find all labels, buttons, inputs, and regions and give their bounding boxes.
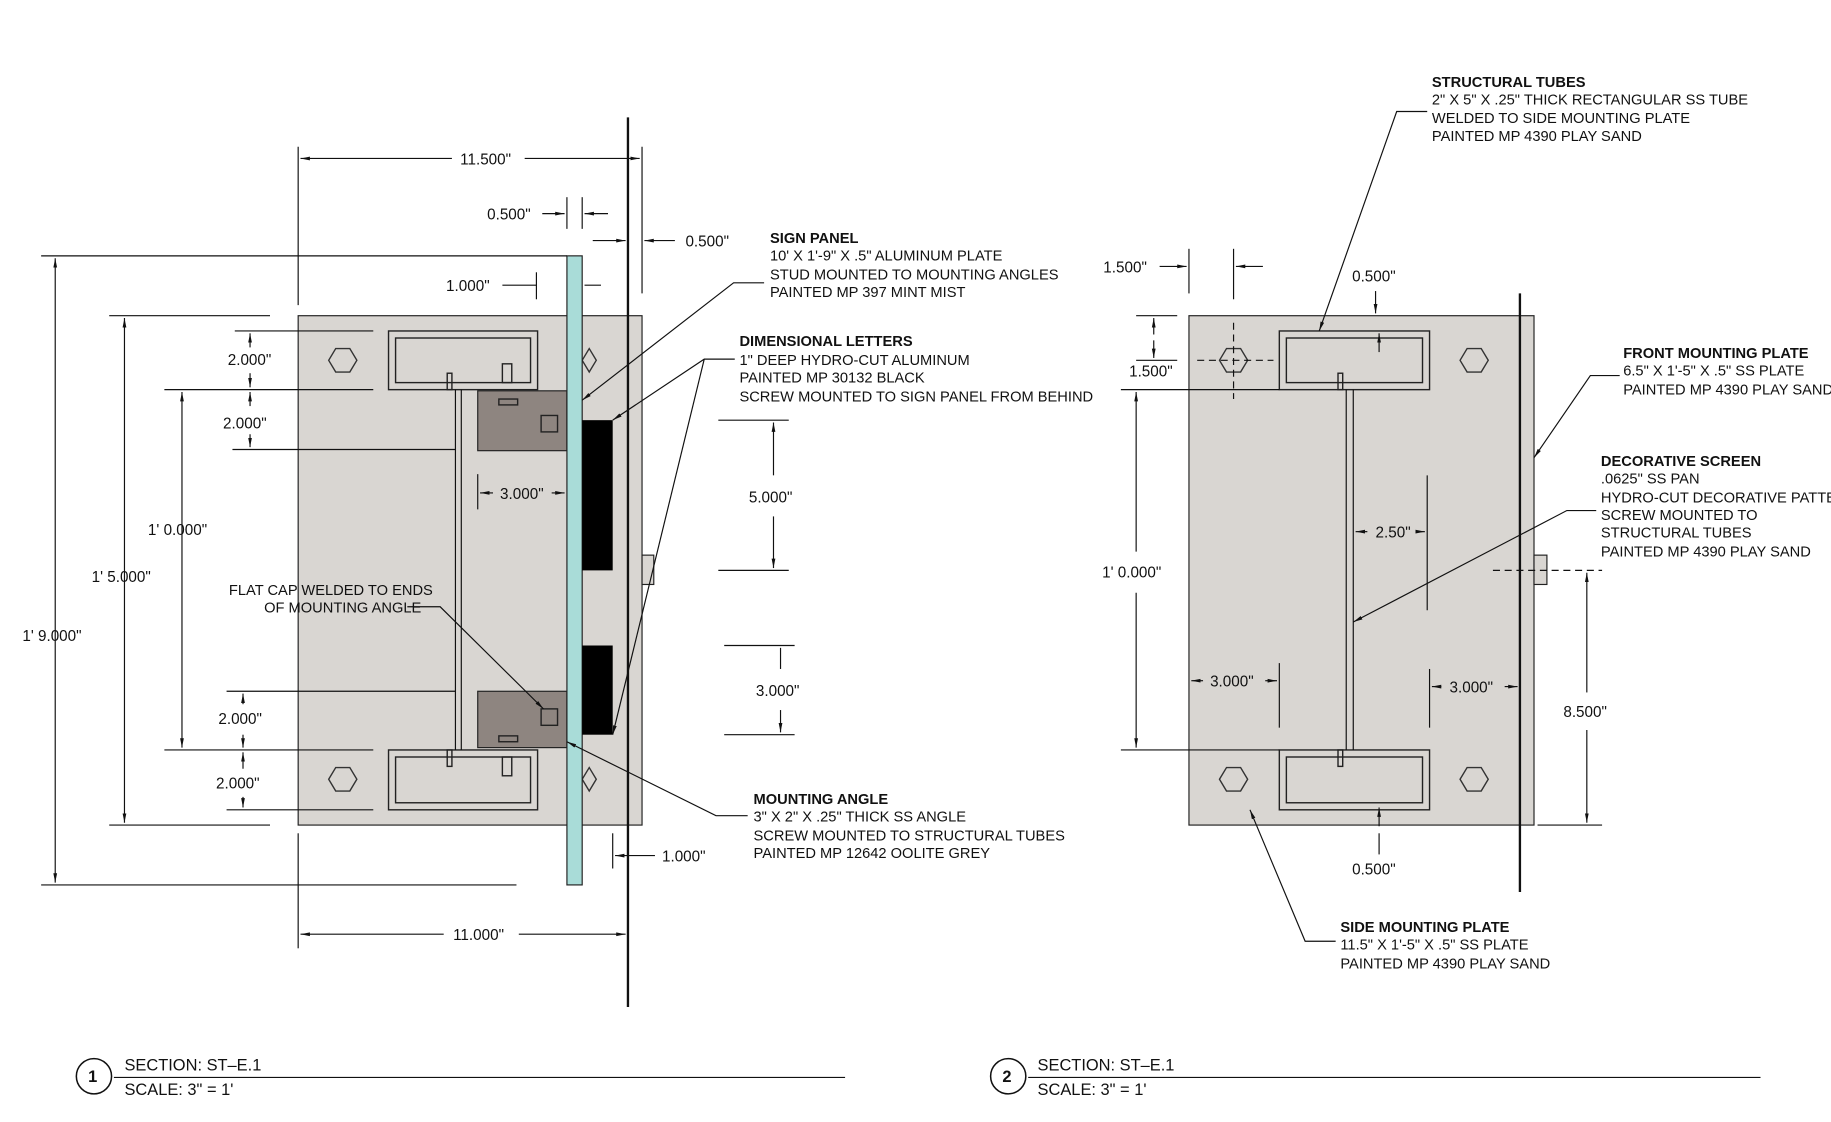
label-text: 11.5" X 1'-5" X .5" SS PLATE [1340, 937, 1528, 953]
label-text: DECORATIVE SCREEN [1601, 454, 1761, 470]
note-side-mounting-plate: SIDE MOUNTING PLATE 11.5" X 1'-5" X .5" … [1340, 920, 1550, 972]
dimensional-letter [582, 645, 613, 735]
section-2-drawing: 1.500" 1.500" 0.500" 2.50" 1' 0.000" 3.0… [989, 75, 1831, 1099]
label-text: 0.500" [685, 233, 729, 250]
label-text: 5.000" [749, 489, 793, 506]
label-text: 10' X 1'-9" X .5" ALUMINUM PLATE [770, 249, 1003, 265]
label-text: 1' 9.000" [22, 628, 81, 645]
label-text: 1.000" [662, 848, 706, 865]
label-text: PAINTED MP 4390 PLAY SAND [1340, 956, 1550, 972]
bolt-hex-icon [581, 766, 598, 793]
structural-tube-top [387, 330, 539, 391]
label-text: FRONT MOUNTING PLATE [1623, 346, 1809, 362]
label-text: 0.500" [487, 206, 531, 223]
bolt-hex-icon [581, 347, 598, 374]
bolt-hex-icon [1459, 766, 1490, 792]
label-text: DIMENSIONAL LETTERS [739, 334, 912, 350]
label-text: PAINTED MP 397 MINT MIST [770, 285, 966, 301]
label-text: STUD MOUNTED TO MOUNTING ANGLES [770, 267, 1059, 283]
mounting-angle-top [477, 390, 568, 452]
label-text: 3.000" [500, 486, 544, 503]
label-text: SCALE: 3" = 1' [1038, 1081, 1147, 1099]
label-text: 2 [1002, 1068, 1011, 1086]
label-text: 6.5" X 1'-5" X .5" SS PLATE [1623, 364, 1804, 380]
label-text: PAINTED MP 12642 OOLITE GREY [754, 846, 991, 862]
label-text: 2.000" [223, 415, 267, 432]
title-block-2: 2 SECTION: ST–E.1 SCALE: 3" = 1' [989, 1056, 1761, 1099]
dimension-lines [41, 146, 795, 949]
note-decorative-screen: DECORATIVE SCREEN .0625" SS PAN HYDRO-CU… [1601, 454, 1831, 560]
note-front-mounting-plate: FRONT MOUNTING PLATE 6.5" X 1'-5" X .5" … [1623, 346, 1831, 398]
dimension-labels: 11.500" 0.500" 0.500" 1.000" 2.000" 2.00… [22, 151, 799, 944]
label-text: SIDE MOUNTING PLATE [1340, 920, 1509, 936]
label-text: 11.000" [453, 927, 504, 944]
label-text: SCREW MOUNTED TO [1601, 508, 1758, 524]
label-text: SECTION: ST–E.1 [1038, 1056, 1175, 1074]
label-text: 11.500" [460, 151, 511, 168]
label-text: 0.500" [1352, 269, 1396, 286]
leader-lines [1249, 110, 1620, 942]
label-text: MOUNTING ANGLE [754, 792, 889, 808]
label-text: 8.500" [1563, 704, 1607, 721]
structural-tube-bottom [1278, 749, 1431, 811]
label-text: 3" X 2" X .25" THICK SS ANGLE [754, 810, 967, 826]
label-text: 3.000" [1210, 674, 1254, 691]
label-text: 3.000" [1450, 679, 1494, 696]
label-text: 2.000" [218, 711, 262, 728]
label-text: PAINTED MP 4390 PLAY SAND [1601, 544, 1811, 560]
note-flat-cap: FLAT CAP WELDED TO ENDS OF MOUNTING ANGL… [229, 583, 433, 617]
label-text: SCALE: 3" = 1' [124, 1081, 233, 1099]
label-text: FLAT CAP WELDED TO ENDS [229, 583, 433, 599]
label-text: 1.500" [1129, 364, 1173, 381]
label-text: 1' 0.000" [1102, 564, 1161, 581]
label-text: 1' 5.000" [92, 569, 151, 586]
mounting-angle-bottom [477, 690, 568, 749]
label-text: SECTION: ST–E.1 [124, 1056, 261, 1074]
label-text: OF MOUNTING ANGLE [264, 601, 421, 617]
section-1-drawing: 11.500" 0.500" 0.500" 1.000" 2.000" 2.00… [22, 117, 1093, 1099]
note-mounting-angle: MOUNTING ANGLE 3" X 2" X .25" THICK SS A… [754, 792, 1066, 862]
label-text: 1.000" [446, 278, 490, 295]
dimension-lines [1120, 248, 1603, 855]
label-text: 2.000" [228, 352, 272, 369]
label-text: 2.50" [1376, 525, 1411, 542]
sign-panel [566, 255, 583, 886]
dimension-labels: 1.500" 1.500" 0.500" 2.50" 1' 0.000" 3.0… [1102, 259, 1607, 878]
dimensional-letter [582, 420, 613, 571]
note-sign-panel: SIGN PANEL 10' X 1'-9" X .5" ALUMINUM PL… [770, 231, 1059, 301]
label-text: SIGN PANEL [770, 231, 859, 247]
label-text: 1 [88, 1068, 97, 1086]
bolt-hex-icon [327, 766, 358, 792]
label-text: 2" X 5" X .25" THICK RECTANGULAR SS TUBE [1432, 92, 1748, 108]
label-text: 2.000" [216, 776, 260, 793]
bolt-hex-icon [327, 347, 358, 373]
label-text: PAINTED MP 4390 PLAY SAND [1432, 129, 1642, 145]
label-text: SCREW MOUNTED TO STRUCTURAL TUBES [754, 828, 1066, 844]
label-text: STRUCTURAL TUBES [1601, 526, 1752, 542]
label-text: 3.000" [756, 683, 800, 700]
note-structural-tubes: STRUCTURAL TUBES 2" X 5" X .25" THICK RE… [1432, 75, 1748, 145]
side-mounting-plate [1188, 315, 1535, 826]
label-text: 1' 0.000" [148, 522, 207, 539]
label-text: SCREW MOUNTED TO SIGN PANEL FROM BEHIND [739, 389, 1093, 405]
bolt-hex-icon [1218, 766, 1249, 792]
label-text: 1" DEEP HYDRO-CUT ALUMINUM [739, 353, 969, 369]
note-dimensional-letters: DIMENSIONAL LETTERS 1" DEEP HYDRO-CUT AL… [739, 334, 1093, 405]
label-text: HYDRO-CUT DECORATIVE PATTERN [1601, 490, 1831, 506]
label-text: .0625" SS PAN [1601, 472, 1700, 488]
leader-lines [407, 282, 765, 817]
title-block-1: 1 SECTION: ST–E.1 SCALE: 3" = 1' [75, 1056, 846, 1099]
bolt-hex-icon [1459, 347, 1490, 373]
label-text: STRUCTURAL TUBES [1432, 75, 1586, 91]
label-text: PAINTED MP 30132 BLACK [739, 371, 924, 387]
label-text: 0.500" [1352, 861, 1396, 878]
label-text: PAINTED MP 4390 PLAY SAND [1623, 382, 1831, 398]
structural-tube-bottom [387, 749, 539, 811]
label-text: 1.500" [1103, 259, 1147, 276]
label-text: WELDED TO SIDE MOUNTING PLATE [1432, 111, 1690, 127]
structural-tube-top [1278, 330, 1431, 391]
